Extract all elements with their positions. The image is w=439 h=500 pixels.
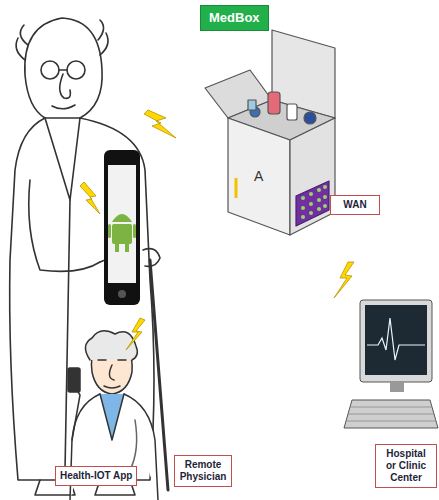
node-text: WAN [335, 199, 375, 211]
app-label-box: Health-IOT App [55, 466, 137, 486]
node-text: MedBox [209, 10, 260, 26]
node-text: Hospital or Clinic Center [380, 448, 432, 484]
node-text: Health-IOT App [60, 470, 132, 482]
medbox-illustration [205, 30, 335, 235]
box-letter: A [254, 168, 263, 184]
title-badge: MedBox [200, 5, 269, 31]
node-text: Remote Physician [179, 459, 227, 483]
network-box: WAN [330, 195, 380, 215]
physician-label-box: Remote Physician [174, 455, 232, 487]
computer [344, 300, 438, 428]
wireless-bolt [80, 110, 354, 350]
smartphone [104, 150, 140, 305]
hospital-label-box: Hospital or Clinic Center [375, 444, 437, 488]
